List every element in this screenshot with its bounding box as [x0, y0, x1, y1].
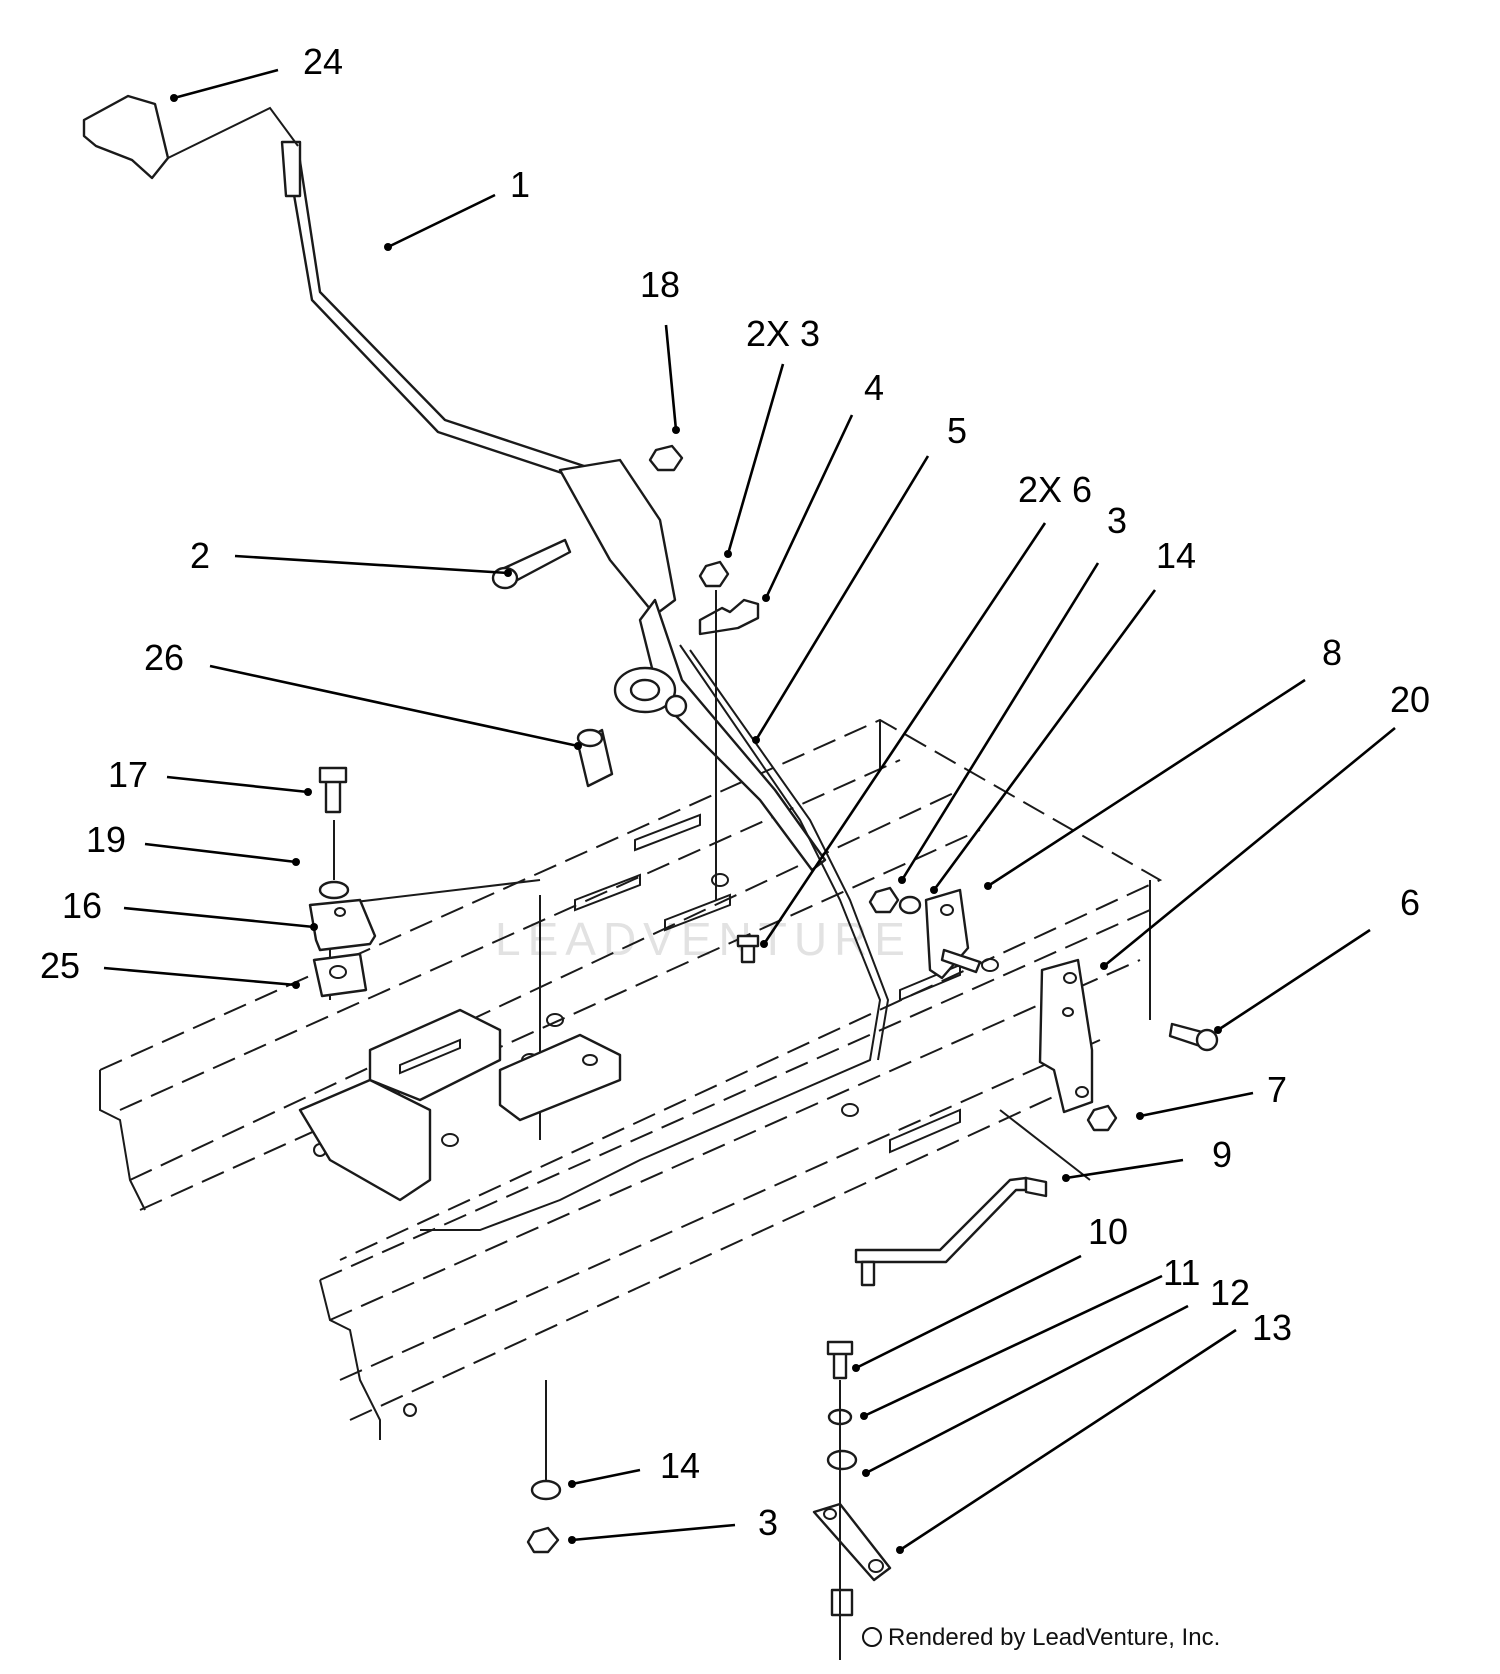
bolt-part-10	[826, 1340, 854, 1380]
callout-14-lower: 14	[660, 1445, 700, 1486]
callout-18: 18	[640, 264, 680, 305]
bolt-part-6-left	[736, 934, 760, 964]
callout-19: 19	[86, 819, 126, 860]
washer-part-14-mid	[898, 895, 922, 915]
frame-rails	[99, 718, 1163, 1440]
shift-lever-part-1	[280, 140, 827, 872]
leadventure-logo-icon	[862, 1627, 882, 1647]
callout-3-lower: 3	[758, 1502, 778, 1543]
mounting-plate	[298, 1008, 622, 1202]
rod-part-9	[854, 1176, 1048, 1287]
nut-part-3-mid	[868, 886, 900, 914]
callout-13: 13	[1252, 1307, 1292, 1348]
bolt-part-6-right	[1168, 1022, 1219, 1052]
bracket-part-20	[1038, 958, 1094, 1114]
washer-part-19	[318, 880, 350, 900]
callout-11: 11	[1163, 1252, 1200, 1293]
knob-part-24	[82, 94, 170, 180]
axis-lines	[167, 106, 841, 1660]
watermark: LEADVENTURE	[495, 913, 912, 965]
callout-1: 1	[510, 164, 530, 205]
callout-8: 8	[1322, 632, 1342, 673]
bolt-part-17	[318, 766, 348, 814]
callout-26: 26	[144, 637, 184, 678]
callout-12: 12	[1210, 1272, 1250, 1313]
nut-part-18	[648, 444, 684, 472]
nut-part-7	[1086, 1104, 1118, 1132]
bolt-part-2	[491, 538, 572, 590]
callout-25: 25	[40, 945, 80, 986]
callout-labels: 24 1 18 2X 3 4 5 2X 6 3 14 2 26 8 20 17 …	[40, 41, 1430, 1543]
leader-lines	[103, 68, 1396, 1554]
render-credit: Rendered by LeadVenture, Inc.	[862, 1624, 1220, 1652]
callout-5: 5	[947, 410, 967, 451]
clamp-part-4	[698, 598, 760, 636]
link-part-13	[812, 1502, 892, 1617]
callout-24: 24	[303, 41, 343, 82]
callout-10: 10	[1088, 1211, 1128, 1252]
render-credit-text: Rendered by LeadVenture, Inc.	[888, 1624, 1221, 1651]
pivot-bracket	[613, 666, 688, 718]
callout-2x3: 2X 3	[746, 313, 820, 354]
spacer-part-25	[312, 952, 368, 998]
callout-4: 4	[864, 367, 884, 408]
callout-9: 9	[1212, 1134, 1232, 1175]
callout-17: 17	[108, 754, 148, 795]
callout-16: 16	[62, 885, 102, 926]
callout-7: 7	[1267, 1069, 1287, 1110]
bracket-part-16	[308, 898, 377, 952]
callout-2: 2	[190, 535, 210, 576]
callout-3: 3	[1107, 500, 1127, 541]
cable-part-5	[420, 644, 890, 1231]
washer-part-12	[826, 1449, 858, 1471]
callout-20: 20	[1390, 679, 1430, 720]
callout-6: 6	[1400, 882, 1420, 923]
bracket-part-8	[924, 888, 982, 980]
washer-part-14-lower	[530, 1479, 562, 1501]
nut-part-3-upper	[698, 560, 730, 588]
bushing-part-26	[576, 728, 614, 788]
callout-2x6: 2X 6	[1018, 469, 1092, 510]
nut-part-3-lower	[526, 1526, 560, 1554]
callout-14: 14	[1156, 535, 1196, 576]
